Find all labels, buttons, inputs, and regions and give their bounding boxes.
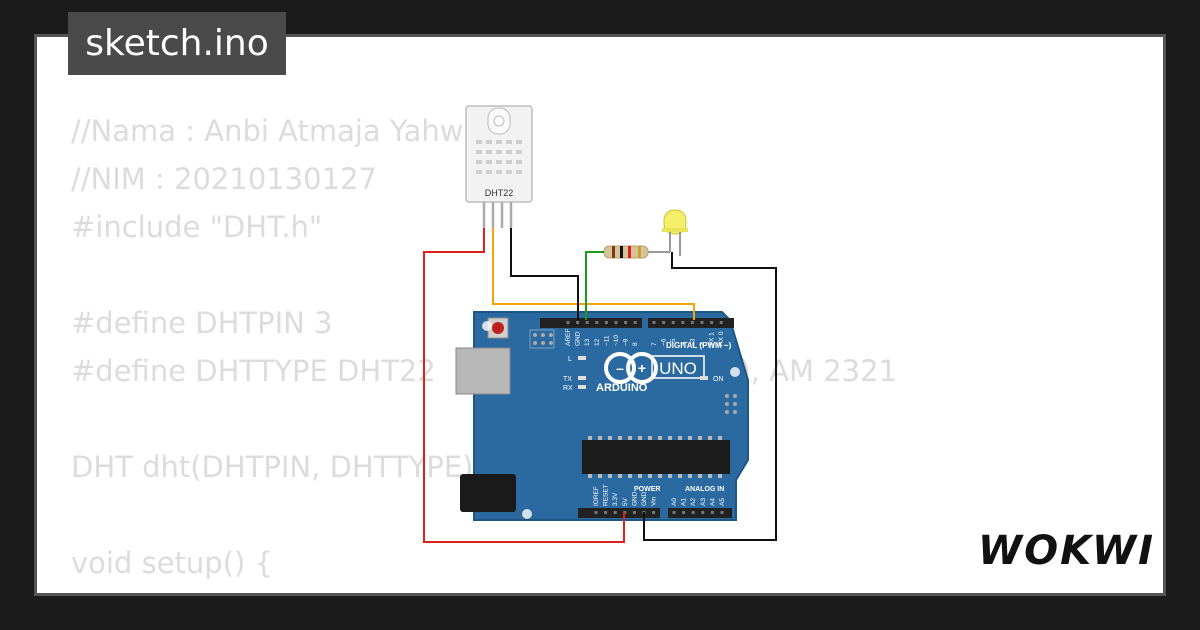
code-line: //NIM : 20210130127 [71, 162, 377, 196]
wokwi-logo: WOKWI [978, 528, 1156, 574]
header-pin[interactable] [701, 511, 705, 514]
header-pin[interactable] [613, 511, 617, 514]
pin-label: AREF [565, 329, 572, 346]
power-jack [460, 474, 516, 512]
pin-label: GND [641, 491, 648, 506]
svg-text:–: – [616, 360, 624, 376]
pin-label: RX 0 [718, 331, 725, 346]
header-pin[interactable] [662, 321, 666, 324]
header-pin[interactable] [720, 511, 724, 514]
wire-orange-pin3 [492, 228, 695, 320]
digital-header-1[interactable] [540, 318, 642, 328]
code-line: #include "DHT.h" [71, 210, 323, 244]
pin-label: 4 [680, 342, 687, 346]
pin-label: TX 1 [709, 332, 716, 346]
header-pin[interactable] [710, 511, 714, 514]
code-line: void setup() { [71, 546, 273, 580]
code-editor: //Nama : Anbi Atmaja Yahwadi//NIM : 2021… [71, 107, 897, 593]
wire-red-5v [423, 228, 625, 543]
code-line: #define DHTPIN 3 [71, 306, 333, 340]
pin-label: IOREF [593, 486, 600, 506]
wires [423, 228, 777, 543]
header-pin[interactable] [595, 321, 599, 324]
header-pin[interactable] [633, 321, 637, 324]
pin-label: Vin [651, 496, 658, 506]
pin-label: 3.3V [612, 492, 619, 506]
svg-text:+: + [638, 360, 646, 376]
pin-label: A4 [709, 498, 716, 506]
power-label: POWER [634, 486, 660, 493]
wire-black-gnd-sensor [510, 228, 579, 320]
pin-label: 2 [699, 342, 706, 346]
pin-label: A5 [719, 498, 726, 506]
file-tab[interactable]: sketch.ino [68, 12, 286, 75]
pin-label: 7 [651, 342, 658, 346]
pin-label: GND [575, 331, 582, 346]
pin-label: A3 [700, 498, 707, 506]
wire-black-gnd-led [643, 252, 777, 541]
pin-label: A1 [681, 498, 688, 506]
led-on-label: ON [713, 376, 724, 383]
header-pin[interactable] [672, 511, 676, 514]
analog-header[interactable] [668, 508, 732, 518]
header-pin[interactable] [719, 321, 723, 324]
header-pin[interactable] [652, 321, 656, 324]
header-pin[interactable] [604, 321, 608, 324]
header-pin[interactable] [632, 511, 636, 514]
pin-label: ~3 [689, 338, 696, 346]
pin-label: ~11 [603, 335, 610, 346]
sensor-label: DHT22 [485, 188, 514, 198]
header-pin[interactable] [604, 511, 608, 514]
header-pin[interactable] [594, 511, 598, 514]
wire-green-pin13 [585, 251, 604, 320]
pin-label: ~5 [670, 338, 677, 346]
header-pin[interactable] [710, 321, 714, 324]
led-l-label: L [568, 356, 572, 363]
header-pin[interactable] [690, 321, 694, 324]
digital-label: DIGITAL (PWM ~) [666, 341, 732, 350]
code-line: DHT dht(DHTPIN, DHTTYPE); [71, 450, 484, 484]
pin-label: 8 [632, 342, 639, 346]
pin-label: 12 [594, 338, 601, 346]
pin-label: ~9 [623, 338, 630, 346]
header-pin[interactable] [700, 321, 704, 324]
header-pin[interactable] [682, 511, 686, 514]
pin-label: A0 [671, 498, 678, 506]
header-pin[interactable] [624, 321, 628, 324]
reset-button-cap [492, 322, 504, 334]
arduino-logo-left [604, 352, 636, 384]
board-model: UNO [659, 359, 697, 378]
analog-label: ANALOG IN [685, 486, 724, 493]
header-pin[interactable] [566, 321, 570, 324]
usb-port [455, 347, 511, 395]
header-pin[interactable] [576, 321, 580, 324]
pin-label: ~10 [613, 335, 620, 346]
pin-label: 5V [622, 497, 629, 506]
led-tx-label: TX [563, 376, 572, 383]
pin-label: A2 [690, 498, 697, 506]
header-pin[interactable] [671, 321, 675, 324]
header-pin[interactable] [585, 321, 589, 324]
dht22-sensor[interactable]: DHT22 [465, 105, 533, 228]
led-rx-label: RX [563, 385, 573, 392]
arduino-uno-board[interactable]: DIGITAL (PWM ~) – + UNO ARDUINO L TX RX … [455, 311, 749, 521]
pin-label: GND [631, 491, 638, 506]
header-pin[interactable] [614, 321, 618, 324]
arduino-logo-right [626, 352, 658, 384]
header-pin[interactable] [652, 511, 656, 514]
sensor-grille [476, 140, 522, 174]
atmega-chip [582, 440, 730, 474]
pin-label: RESET [603, 484, 610, 506]
board-brand: ARDUINO [596, 382, 648, 394]
header-pin[interactable] [691, 511, 695, 514]
power-header[interactable] [578, 508, 660, 518]
header-pin[interactable] [681, 321, 685, 324]
yellow-led[interactable] [662, 209, 688, 256]
pin-label: ~6 [661, 338, 668, 346]
pin-label: 13 [584, 338, 591, 346]
